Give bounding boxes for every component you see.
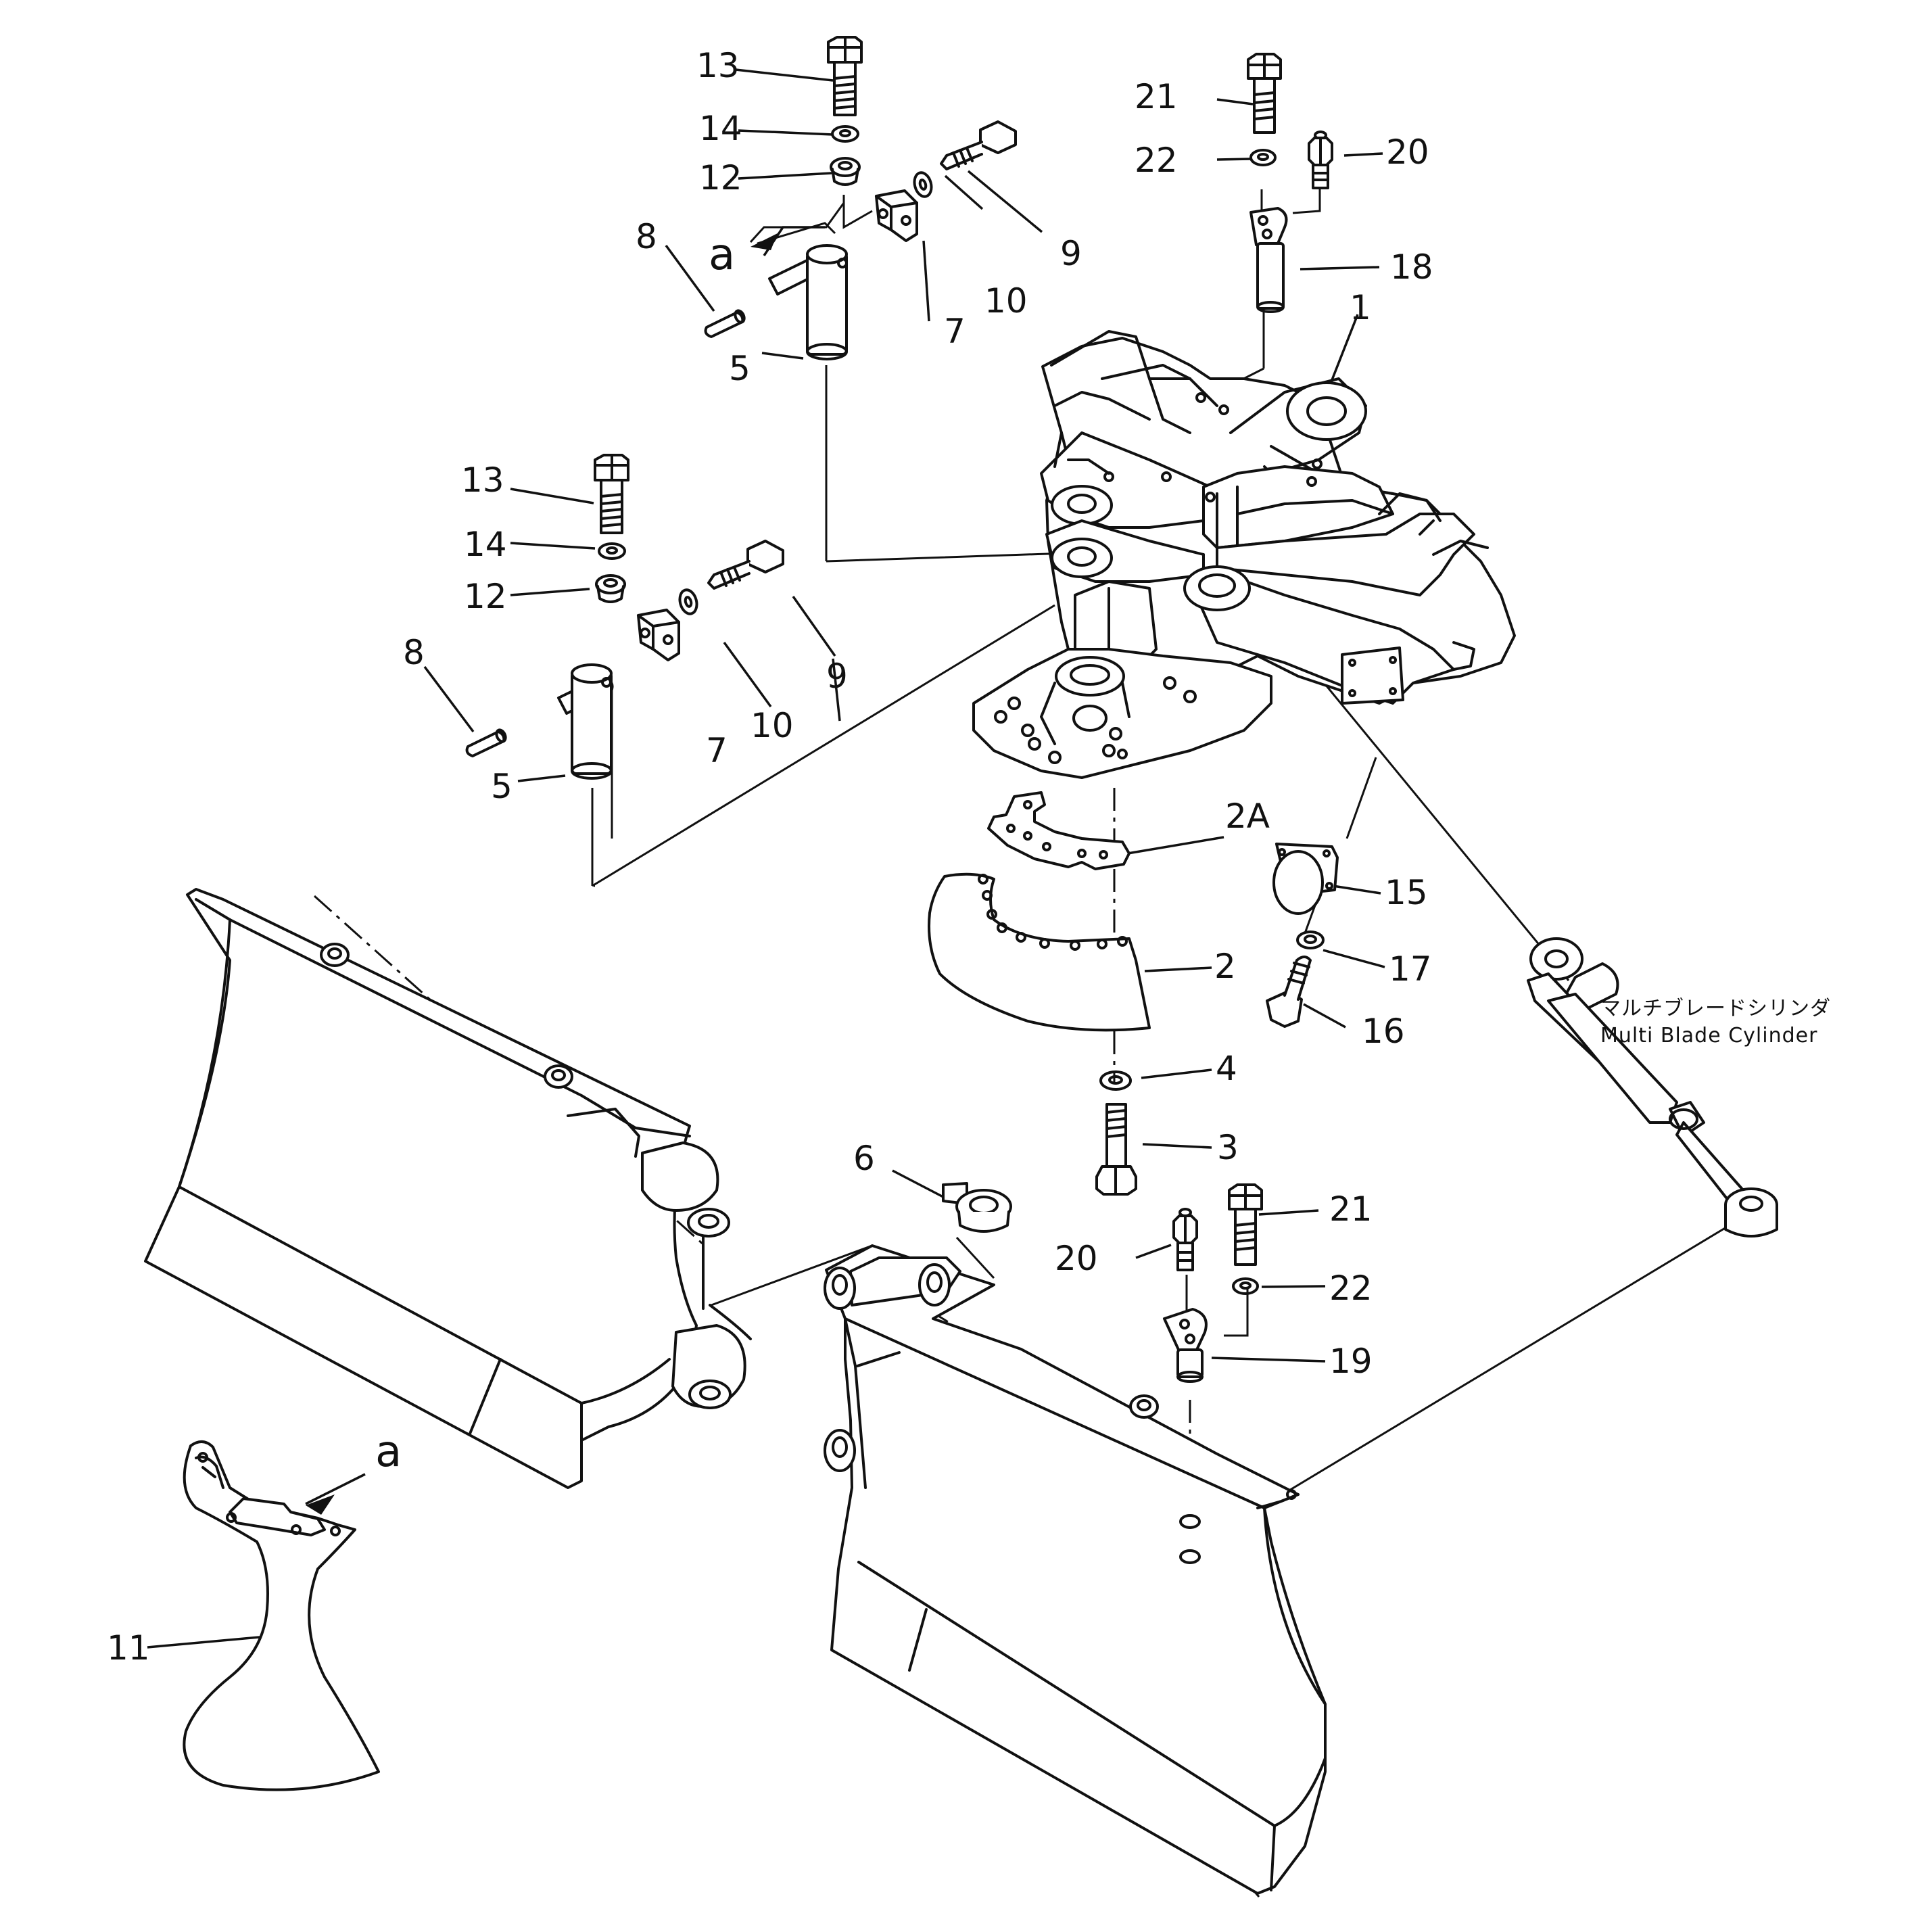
main-frame-1 [972, 330, 1516, 779]
washer-22-upper [1249, 149, 1277, 166]
bushing-6 [942, 1182, 1012, 1233]
callout-5-lower: 5 [491, 767, 513, 806]
callout-15: 15 [1385, 873, 1428, 912]
bushing-12-lower [595, 574, 626, 603]
callout-2A: 2A [1225, 797, 1270, 836]
grease-fitting-20-lower [1172, 1208, 1198, 1271]
callout-16: 16 [1362, 1012, 1405, 1051]
bolt-16 [1266, 956, 1312, 1028]
callout-10-upper: 10 [984, 281, 1028, 321]
guide-11 [183, 1440, 380, 1791]
pin-5-lower [557, 663, 614, 780]
bolt-13-upper [827, 36, 863, 116]
washer-17 [1296, 930, 1325, 949]
callout-20-lower: 20 [1055, 1239, 1098, 1278]
washer-14-upper [831, 125, 859, 143]
cylinder-label-en: Multi Blade Cylinder [1600, 1024, 1818, 1047]
cylinder-label-jp: マルチブレードシリンダ [1600, 997, 1831, 1020]
pin-8-lower [465, 728, 507, 757]
grease-fitting-20-upper [1308, 131, 1333, 189]
callout-10-lower: 10 [751, 706, 794, 745]
stopper-15 [1272, 843, 1339, 915]
multi-blade-cylinder [1527, 937, 1778, 1238]
right-blade [824, 1244, 1327, 1895]
bolt-13-lower [594, 454, 629, 534]
callout-22-upper: 22 [1135, 141, 1178, 180]
pin-5-upper [768, 244, 848, 360]
callout-6: 6 [853, 1139, 875, 1178]
callout-9-lower: 9 [826, 657, 848, 696]
washer-10-upper [913, 171, 933, 198]
washer-10-lower [678, 588, 698, 615]
arrow-a-upper [751, 222, 836, 250]
callout-18: 18 [1390, 248, 1433, 287]
callout-14-upper: 14 [699, 109, 742, 148]
callout-a-upper: a [709, 230, 736, 280]
clamp-7-lower [637, 609, 680, 661]
pin-18 [1249, 207, 1288, 313]
callout-a-lower: a [375, 1427, 402, 1477]
callout-2: 2 [1214, 947, 1236, 986]
washer-4 [1099, 1070, 1132, 1091]
clamp-7-upper [875, 189, 918, 242]
callout-13-upper: 13 [696, 46, 740, 85]
leader-lines [147, 68, 1385, 1649]
callout-19: 19 [1329, 1342, 1373, 1381]
callout-21-lower: 21 [1329, 1189, 1373, 1229]
pin-19 [1163, 1308, 1208, 1383]
bushing-12-upper [830, 157, 861, 186]
callout-5-upper: 5 [729, 349, 751, 388]
shim-2 [928, 872, 1151, 1032]
callout-4: 4 [1216, 1049, 1237, 1088]
bolt-3 [1095, 1103, 1137, 1196]
callout-1: 1 [1350, 288, 1371, 327]
arrow-a-lower [306, 1494, 335, 1515]
washer-22-lower [1232, 1277, 1259, 1295]
bolt-21-upper [1247, 53, 1282, 134]
callout-9-upper: 9 [1060, 234, 1082, 273]
callout-12-upper: 12 [699, 158, 742, 197]
callout-7-lower: 7 [706, 731, 728, 770]
callout-17: 17 [1389, 949, 1432, 989]
callout-20-upper: 20 [1386, 133, 1429, 172]
bolt-9-upper [940, 120, 1017, 170]
callout-12-lower: 12 [464, 577, 507, 616]
callout-3: 3 [1217, 1128, 1239, 1167]
callout-11: 11 [107, 1628, 150, 1668]
shim-2A [987, 791, 1130, 870]
bolt-21-lower [1228, 1183, 1263, 1266]
callout-22-lower: 22 [1329, 1269, 1373, 1308]
callout-8-upper: 8 [636, 217, 657, 256]
bolt-9-lower [707, 540, 784, 590]
callout-14-lower: 14 [464, 525, 507, 564]
callout-8-lower: 8 [403, 633, 425, 672]
callout-7-upper: 7 [944, 312, 966, 351]
washer-14-lower [598, 542, 626, 560]
callout-21-upper: 21 [1135, 77, 1178, 116]
left-blade [144, 888, 752, 1489]
callout-13-lower: 13 [461, 461, 504, 500]
pin-8-upper [704, 309, 746, 338]
